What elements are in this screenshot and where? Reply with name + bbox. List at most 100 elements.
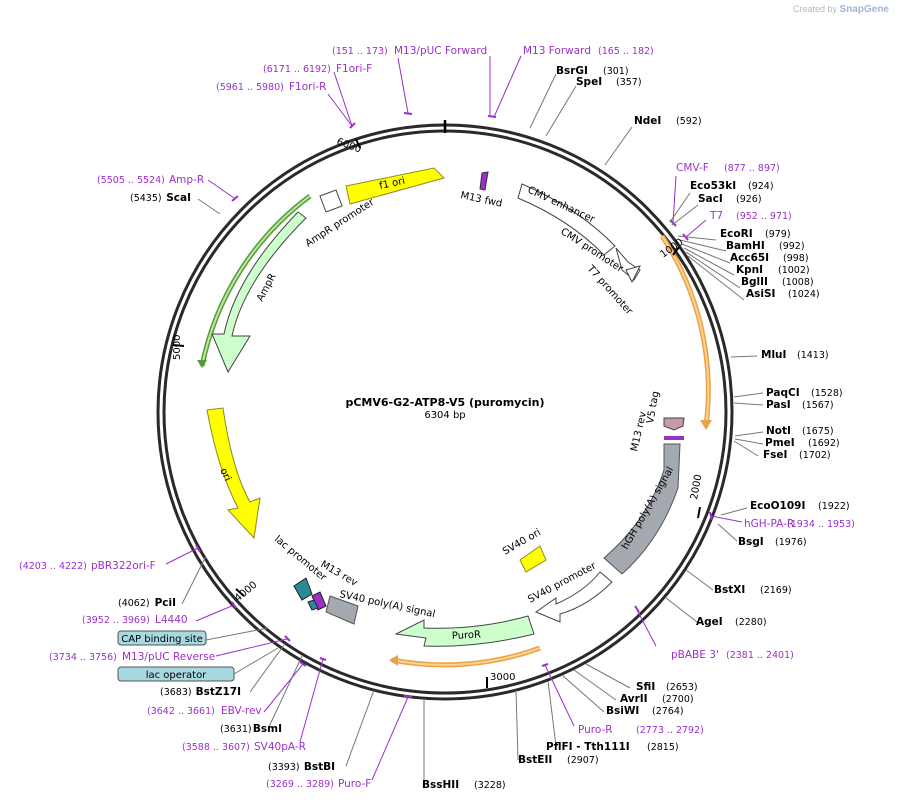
enzyme-pmei[interactable]: PmeI	[765, 437, 795, 449]
feature-v5-tag[interactable]	[663, 417, 685, 431]
enzyme-bsshii[interactable]: BssHII	[422, 779, 459, 791]
feature-ori[interactable]	[206, 407, 261, 540]
enzyme-position: (3393)	[268, 762, 300, 773]
primer-ebv-rev[interactable]: EBV-rev	[221, 705, 262, 717]
scale-label-4000: 4000	[233, 580, 260, 605]
primer-mark-m13-puc-fwd[interactable]	[403, 112, 413, 115]
primer-mark-m13-fwd[interactable]	[487, 115, 497, 118]
primer-mark-amp-r[interactable]	[231, 195, 239, 202]
enzyme-position: (998)	[783, 253, 809, 264]
misc-leader-lines	[205, 627, 279, 675]
enzyme-agei[interactable]: AgeI	[696, 616, 723, 628]
enzyme-position: (1413)	[797, 350, 829, 361]
primer-pbabe-3-[interactable]: pBABE 3'	[671, 649, 719, 661]
enzyme-position: (1976)	[775, 537, 807, 548]
enzyme-position: (2764)	[652, 706, 684, 717]
feature-t7-promoter[interactable]	[625, 265, 641, 284]
enzyme-bsteii[interactable]: BstEII	[518, 754, 552, 766]
orf-arc-puro-head	[389, 655, 398, 666]
scale-ticks	[172, 138, 701, 688]
feature-sv40-promoter[interactable]	[534, 571, 613, 623]
enzyme-leader-lines	[181, 73, 764, 784]
enzyme-paqci[interactable]: PaqCI	[766, 387, 800, 399]
enzyme-pcii[interactable]: PciI	[155, 597, 176, 609]
primer-mark-f1ori-f[interactable]	[349, 122, 356, 129]
enzyme-ndei[interactable]: NdeI	[634, 115, 661, 127]
enzyme-bstbi[interactable]: BstBI	[304, 761, 335, 773]
primer-m13-puc-reverse[interactable]: M13/pUC Reverse	[122, 651, 215, 663]
misc-feature-cap-binding-site[interactable]: CAP binding site	[121, 634, 203, 645]
primer-f1ori-r[interactable]: F1ori-R	[289, 81, 326, 93]
misc-feature-box[interactable]	[117, 666, 235, 682]
feature-f1-ori[interactable]	[345, 167, 445, 205]
feature-sv40-ori[interactable]	[519, 545, 547, 573]
primer-f1ori-f[interactable]: F1ori-F	[336, 63, 372, 75]
enzyme-position: (926)	[736, 194, 762, 205]
enzyme-noti[interactable]: NotI	[766, 425, 791, 437]
enzyme-bstxi[interactable]: BstXI	[714, 584, 745, 596]
primer-pbr322ori-f[interactable]: pBR322ori-F	[91, 560, 156, 572]
orf-arc-puro-core	[391, 647, 541, 666]
primer-puro-f[interactable]: Puro-F	[338, 778, 371, 790]
enzyme-kpni[interactable]: KpnI	[736, 264, 763, 276]
primer-cmv-f[interactable]: CMV-F	[676, 162, 709, 174]
scale-label-2000: 2000	[689, 474, 704, 501]
primer-mark-pbabe[interactable]	[634, 605, 640, 613]
enzyme-bstz17i[interactable]: BstZ17I	[196, 686, 241, 698]
primer-m13-puc-forward[interactable]: M13/pUC Forward	[394, 45, 487, 57]
enzyme-position: (1922)	[818, 501, 850, 512]
misc-feature-lac-operator[interactable]: lac operator	[146, 670, 207, 681]
enzyme-position: (1692)	[808, 438, 840, 449]
enzyme-position: (1528)	[811, 388, 843, 399]
feature-lac-operator-mark[interactable]	[307, 599, 319, 611]
enzyme-eco53ki[interactable]: Eco53kI	[690, 180, 736, 192]
enzyme-bsrgi[interactable]: BsrGI	[556, 65, 588, 77]
enzyme-mlui[interactable]: MluI	[761, 349, 786, 361]
primer-mark-puro-f[interactable]	[403, 695, 413, 698]
enzyme-spei[interactable]: SpeI	[576, 76, 602, 88]
primer-hgh-pa-r[interactable]: hGH-PA-R	[744, 518, 794, 530]
primer-t7[interactable]: T7	[709, 210, 723, 222]
primer-sv40pa-r[interactable]: SV40pA-R	[254, 741, 306, 753]
feature-ampr[interactable]	[211, 211, 307, 374]
primer-range: (3642 .. 3661)	[147, 706, 215, 717]
enzyme-position: (5435)	[130, 193, 162, 204]
feature-cmv-enhancer[interactable]	[517, 183, 616, 256]
enzyme-scai[interactable]: ScaI	[166, 192, 191, 204]
feature-label-ampr: AmpR	[255, 272, 279, 304]
enzyme-bamhi[interactable]: BamHI	[726, 240, 765, 252]
enzyme-bglii[interactable]: BglII	[741, 276, 768, 288]
enzyme-ecoo109i[interactable]: EcoO109I	[750, 500, 805, 512]
primer-range: (877 .. 897)	[724, 163, 780, 174]
enzyme-pflfi-tth111i[interactable]: PflFI - Tth111I	[546, 741, 630, 753]
enzyme-asisi[interactable]: AsiSI	[746, 288, 775, 300]
enzyme-bsmi[interactable]: BsmI	[253, 723, 282, 735]
primer-puro-r[interactable]: Puro-R	[578, 724, 613, 736]
enzyme-pasi[interactable]: PasI	[766, 399, 791, 411]
enzyme-avrii[interactable]: AvrII	[620, 693, 648, 705]
primer-amp-r[interactable]: Amp-R	[169, 174, 204, 186]
enzyme-sfii[interactable]: SfiI	[636, 681, 655, 693]
enzyme-fsei[interactable]: FseI	[763, 449, 787, 461]
enzyme-acc65i[interactable]: Acc65I	[730, 252, 769, 264]
feature-m13-fwd[interactable]	[479, 171, 489, 191]
enzyme-bsgi[interactable]: BsgI	[738, 536, 764, 548]
enzyme-position: (592)	[676, 116, 702, 127]
primer-mark-m13-puc-rev[interactable]	[284, 635, 291, 642]
feature-puror[interactable]	[394, 615, 535, 647]
primer-l4440[interactable]: L4440	[155, 614, 188, 626]
misc-feature-box[interactable]	[117, 630, 207, 646]
feature-hgh-polya[interactable]	[603, 443, 681, 575]
feature-ampr-promoter[interactable]	[319, 189, 343, 213]
enzyme-ecori[interactable]: EcoRI	[720, 228, 753, 240]
feature-sv40-polya[interactable]	[325, 595, 359, 625]
feature-lac-promoter[interactable]	[293, 577, 313, 601]
enzyme-saci[interactable]: SacI	[698, 193, 723, 205]
enzyme-position: (1702)	[799, 450, 831, 461]
primer-m13-forward[interactable]: M13 Forward	[523, 45, 591, 57]
enzyme-position: (3631)	[220, 724, 252, 735]
primer-range: (6171 .. 6192)	[263, 64, 331, 75]
enzyme-bsiwi[interactable]: BsiWI	[606, 705, 639, 717]
plasmid-name: pCMV6-G2-ATP8-V5 (puromycin)	[345, 396, 544, 409]
